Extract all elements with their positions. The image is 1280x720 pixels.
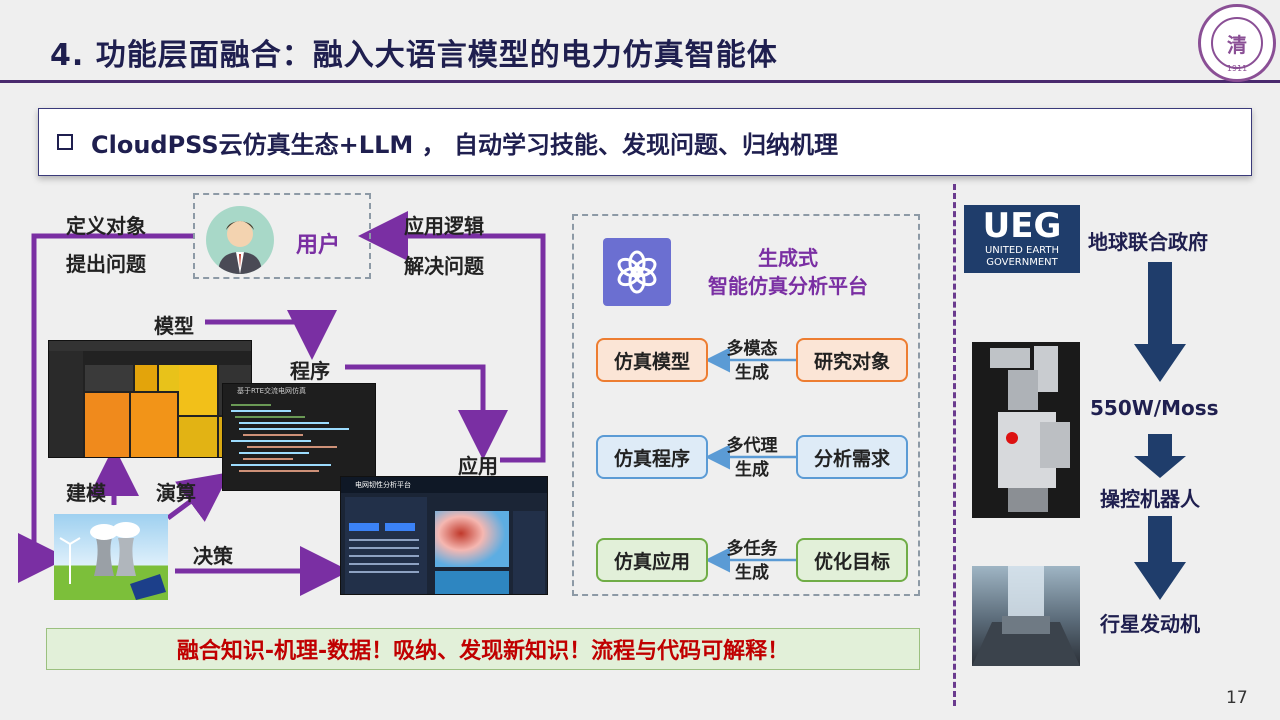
label-calc: 演算 <box>156 481 196 505</box>
ueg-logo: UEG UNITED EARTH GOVERNMENT <box>964 205 1080 273</box>
pill-sim-program: 仿真程序 <box>596 435 708 479</box>
pill-sim-model: 仿真模型 <box>596 338 708 382</box>
platform-title-line2: 智能仿真分析平台 <box>708 274 868 298</box>
planet-engine-image <box>972 566 1080 666</box>
label-apply-logic: 应用逻辑 <box>404 214 484 238</box>
pill-analysis-need: 分析需求 <box>796 435 908 479</box>
ai-platform-box <box>572 214 920 596</box>
gen-word-1: 生成 <box>735 363 769 383</box>
openai-icon <box>603 238 671 306</box>
power-plant-image <box>54 514 168 600</box>
pill-research-object: 研究对象 <box>796 338 908 382</box>
conclusion-bar: 融合知识-机理-数据！吸纳、发现新知识！流程与代码可解释！ <box>46 628 920 670</box>
page-number: 17 <box>1226 688 1248 708</box>
page-title: 4. 功能层面融合：融入大语言模型的电力仿真智能体 <box>50 38 778 73</box>
ueg-line2: GOVERNMENT <box>986 257 1058 268</box>
label-decide: 决策 <box>193 544 233 568</box>
pill-optimize-goal: 优化目标 <box>796 538 908 582</box>
platform-title-line1: 生成式 <box>758 246 818 270</box>
gen-mode-3: 多任务 <box>726 539 778 559</box>
code-title: 基于RTE交流电网仿真 <box>237 387 307 395</box>
user-label: 用户 <box>296 233 341 258</box>
gen-label-3: 多任务 生成 <box>718 537 786 585</box>
pill-sim-app: 仿真应用 <box>596 538 708 582</box>
label-define: 定义对象 <box>66 214 146 238</box>
code-screenshot: 基于RTE交流电网仿真 <box>222 383 376 491</box>
label-engine: 行星发动机 <box>1100 612 1200 636</box>
gen-word-3: 生成 <box>735 563 769 583</box>
title-divider <box>0 80 1280 83</box>
label-robot: 操控机器人 <box>1100 487 1200 511</box>
gen-word-2: 生成 <box>735 460 769 480</box>
university-logo: 清 1911 <box>1198 4 1276 82</box>
logo-glyph: 清 <box>1211 17 1263 69</box>
model-screenshot <box>48 340 252 458</box>
square-bullet-icon <box>57 134 73 150</box>
user-avatar-icon <box>206 206 274 274</box>
user-box <box>193 193 371 279</box>
gen-label-2: 多代理 生成 <box>718 434 786 482</box>
ueg-letters: UEG <box>982 206 1062 246</box>
app-title: 电网韧性分析平台 <box>341 477 547 493</box>
label-pose: 提出问题 <box>66 252 146 276</box>
label-build: 建模 <box>66 481 106 505</box>
label-solve: 解决问题 <box>404 254 484 278</box>
banner: CloudPSS云仿真生态+LLM ， 自动学习技能、发现问题、归纳机理 <box>38 108 1252 176</box>
logo-year: 1911 <box>1226 64 1248 73</box>
gen-mode-2: 多代理 <box>726 436 778 456</box>
gen-label-1: 多模态 生成 <box>718 337 786 385</box>
gen-mode-1: 多模态 <box>726 339 778 359</box>
right-down-arrows <box>1134 262 1186 600</box>
label-application: 应用 <box>458 454 498 478</box>
platform-title: 生成式 智能仿真分析平台 <box>680 244 896 300</box>
vertical-divider <box>953 184 956 706</box>
flow-arrows <box>18 211 796 596</box>
banner-text: CloudPSS云仿真生态+LLM ， 自动学习技能、发现问题、归纳机理 <box>91 130 838 159</box>
app-screenshot: 电网韧性分析平台 <box>340 476 548 595</box>
ueg-line1: UNITED EARTH <box>984 245 1060 256</box>
label-gov: 地球联合政府 <box>1088 230 1208 254</box>
label-program: 程序 <box>290 359 330 383</box>
label-model: 模型 <box>154 314 194 338</box>
label-moss: 550W/Moss <box>1090 396 1219 420</box>
robot-image <box>972 342 1080 518</box>
